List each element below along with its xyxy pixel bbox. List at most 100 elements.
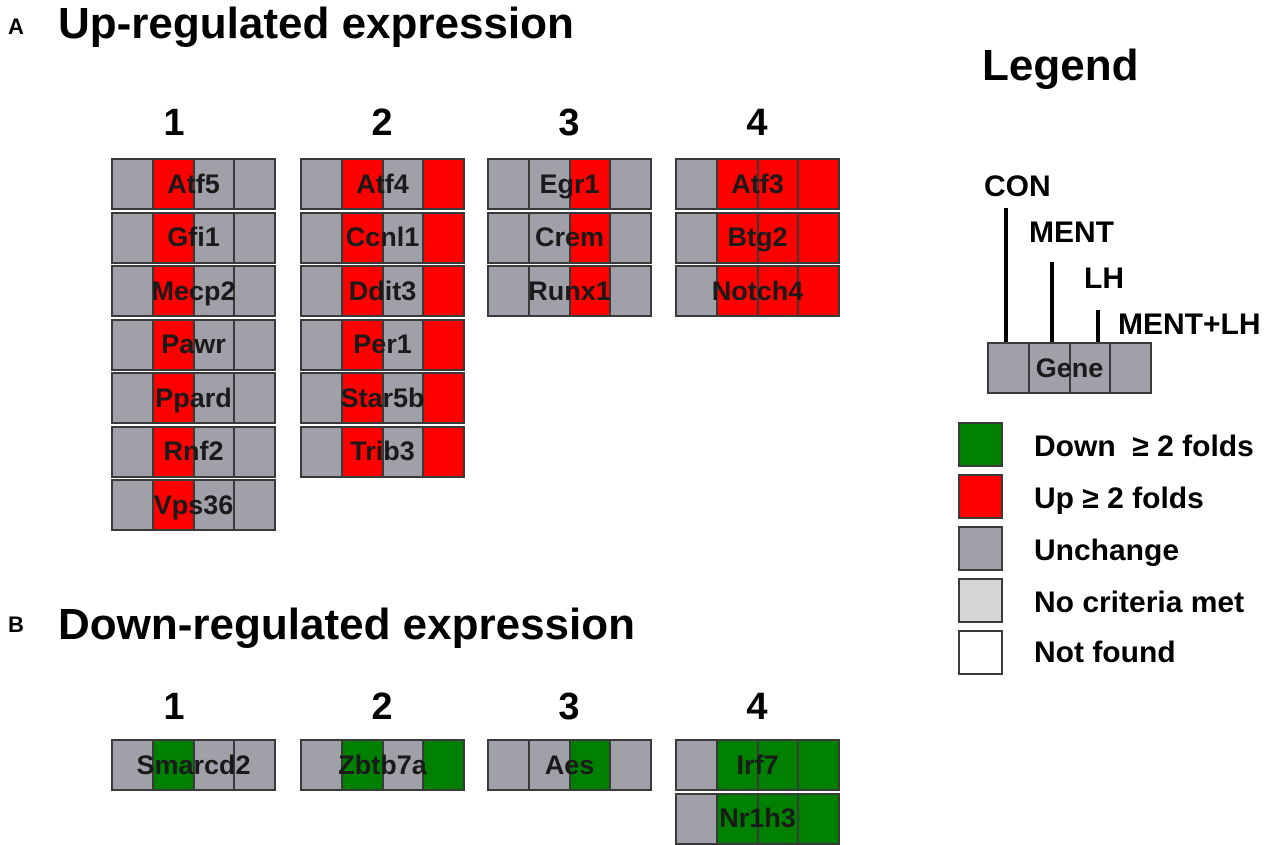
expression-cell-up	[340, 211, 384, 264]
expression-cell-unchanged	[233, 372, 276, 424]
expression-cell-up	[151, 318, 195, 371]
expression-cell-up	[151, 372, 195, 424]
gene-row-smarcd2: Smarcd2	[111, 739, 276, 791]
gene-row-aes: Aes	[487, 739, 652, 791]
legend-bar-lh	[1096, 310, 1100, 342]
gene-row-zbtb7a: Zbtb7a	[300, 739, 465, 791]
expression-cell-up	[756, 265, 800, 317]
expression-cell-unchanged	[675, 211, 718, 264]
expression-cell-up	[797, 211, 840, 264]
legend-label-no-criteria: No criteria met	[1034, 586, 1245, 619]
legend-swatch-down	[958, 422, 1003, 467]
expression-cell-unchanged	[675, 792, 718, 845]
expression-cell-up	[340, 265, 384, 317]
expression-cell-up	[340, 158, 384, 210]
expression-cell-unchanged	[1109, 342, 1152, 394]
expression-cell-up	[715, 158, 759, 210]
expression-cell-up	[568, 265, 612, 317]
expression-cell-unchanged	[233, 739, 276, 791]
panel-a-title: Up-regulated expression	[58, 0, 574, 48]
expression-cell-down	[340, 739, 384, 791]
expression-cell-unchanged	[487, 158, 530, 210]
expression-cell-unchanged	[675, 158, 718, 210]
expression-cell-unchanged	[300, 158, 343, 210]
expression-cell-unchanged	[381, 211, 425, 264]
expression-cell-up	[151, 479, 195, 531]
gene-row-btg2: Btg2	[675, 211, 840, 264]
expression-cell-unchanged	[381, 265, 425, 317]
expression-cell-unchanged	[609, 265, 652, 317]
gene-row-atf5: Atf5	[111, 158, 276, 210]
expression-cell-unchanged	[233, 425, 276, 478]
expression-cell-unchanged	[675, 739, 718, 791]
expression-cell-unchanged	[233, 479, 276, 531]
expression-cell-unchanged	[487, 739, 530, 791]
panel-b-title: Down-regulated expression	[58, 600, 636, 649]
legend-condition-lh: LH	[1084, 262, 1124, 295]
panel-b-group-1-label: 1	[163, 686, 185, 728]
expression-cell-up	[756, 211, 800, 264]
expression-cell-up	[151, 265, 195, 317]
gene-row-pawr: Pawr	[111, 318, 276, 371]
expression-cell-unchanged	[381, 318, 425, 371]
legend-bar-con	[1004, 208, 1008, 342]
legend-bar-ment	[1050, 262, 1054, 342]
expression-cell-down	[797, 792, 840, 845]
expression-cell-unchanged	[192, 372, 236, 424]
expression-cell-unchanged	[192, 158, 236, 210]
expression-cell-unchanged	[300, 425, 343, 478]
panel-a-group-1-label: 1	[163, 102, 185, 144]
expression-cell-unchanged	[111, 372, 154, 424]
expression-cell-unchanged	[527, 158, 571, 210]
expression-cell-up	[756, 158, 800, 210]
expression-cell-up	[151, 158, 195, 210]
expression-cell-up	[715, 211, 759, 264]
expression-cell-up	[422, 318, 465, 371]
expression-cell-unchanged	[381, 372, 425, 424]
expression-cell-unchanged	[111, 479, 154, 531]
expression-cell-unchanged	[111, 265, 154, 317]
expression-cell-unchanged	[233, 265, 276, 317]
panel-a-group-3-label: 3	[558, 102, 580, 144]
expression-cell-unchanged	[381, 158, 425, 210]
panel-a-group-2-label: 2	[371, 102, 393, 144]
panel-b-letter: B	[8, 612, 24, 637]
expression-cell-up	[568, 211, 612, 264]
expression-cell-unchanged	[609, 211, 652, 264]
gene-row-irf7: Irf7	[675, 739, 840, 791]
gene-row-trib3: Trib3	[300, 425, 465, 478]
legend-label-not-found: Not found	[1034, 636, 1176, 669]
expression-cell-unchanged	[192, 425, 236, 478]
expression-cell-up	[151, 211, 195, 264]
expression-cell-up	[151, 425, 195, 478]
expression-cell-down	[422, 739, 465, 791]
expression-cell-unchanged	[527, 265, 571, 317]
gene-row-notch4: Notch4	[675, 265, 840, 317]
expression-cell-unchanged	[381, 425, 425, 478]
panel-a-letter: A	[8, 14, 24, 39]
gene-row-per1: Per1	[300, 318, 465, 371]
gene-row-atf3: Atf3	[675, 158, 840, 210]
expression-cell-up	[422, 372, 465, 424]
legend-condition-ment: MENT	[1029, 216, 1114, 249]
expression-cell-unchanged	[487, 211, 530, 264]
panel-b-group-2-label: 2	[371, 686, 393, 728]
expression-cell-unchanged	[300, 211, 343, 264]
expression-cell-unchanged	[300, 265, 343, 317]
gene-row-mecp2: Mecp2	[111, 265, 276, 317]
expression-cell-unchanged	[987, 342, 1030, 394]
legend-label-down: Down ≥ 2 folds	[1034, 430, 1254, 463]
expression-cell-unchanged	[527, 739, 571, 791]
expression-cell-down	[797, 739, 840, 791]
legend-label-unchanged: Unchange	[1034, 534, 1180, 567]
expression-cell-unchanged	[300, 318, 343, 371]
expression-cell-unchanged	[609, 158, 652, 210]
expression-cell-unchanged	[1027, 342, 1071, 394]
expression-cell-up	[715, 265, 759, 317]
expression-cell-up	[568, 158, 612, 210]
gene-row-gfi1: Gfi1	[111, 211, 276, 264]
gene-row-ppard: Ppard	[111, 372, 276, 424]
expression-cell-up	[797, 158, 840, 210]
expression-cell-up	[422, 211, 465, 264]
gene-row-nr1h3: Nr1h3	[675, 792, 840, 845]
